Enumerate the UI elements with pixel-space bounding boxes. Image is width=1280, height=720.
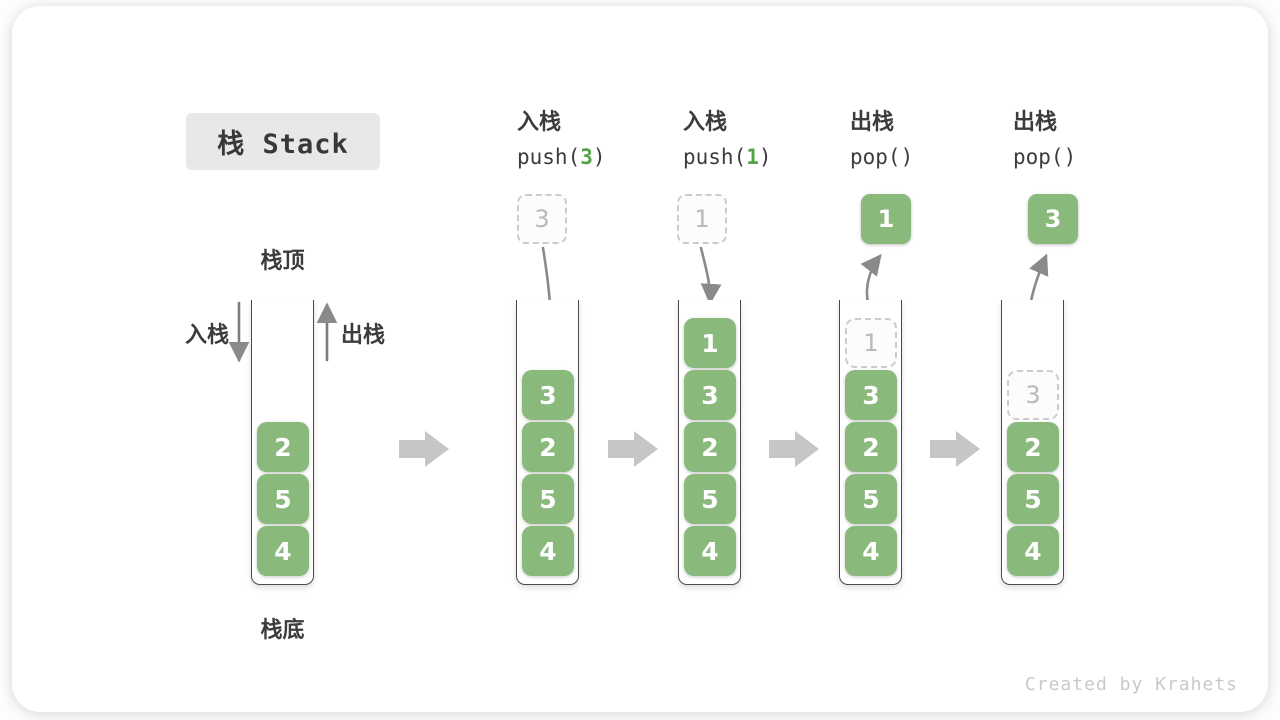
stack-cell: 4 bbox=[257, 526, 309, 576]
stack-cell: 5 bbox=[845, 474, 897, 524]
code-text: ) bbox=[1063, 145, 1077, 169]
stack-cell: 2 bbox=[845, 422, 897, 472]
col-header-push-3: 入栈 push(3) bbox=[517, 106, 606, 174]
code-text: ) bbox=[758, 145, 772, 169]
code-text: ) bbox=[900, 145, 914, 169]
stack-cell: 2 bbox=[257, 422, 309, 472]
code-text: ) bbox=[592, 145, 606, 169]
stack-cell: 1 bbox=[684, 318, 736, 368]
op-code: pop() bbox=[1013, 140, 1076, 174]
stack-cell: 4 bbox=[845, 526, 897, 576]
stack-cell: 5 bbox=[522, 474, 574, 524]
stack-cell: 5 bbox=[257, 474, 309, 524]
stack-cell: 4 bbox=[522, 526, 574, 576]
op-label: 出栈 bbox=[850, 110, 895, 135]
code-text: pop( bbox=[1013, 145, 1064, 169]
staged-value-box: 3 bbox=[517, 194, 567, 244]
staged-value-box: 1 bbox=[677, 194, 727, 244]
stack-cell: 3 bbox=[845, 370, 897, 420]
stack-cell: 3 bbox=[684, 370, 736, 420]
col-header-push-1: 入栈 push(1) bbox=[683, 106, 772, 174]
op-label: 入栈 bbox=[517, 110, 562, 135]
stack-top-label: 栈顶 bbox=[260, 249, 305, 274]
col-header-pop-3: 出栈 pop() bbox=[1013, 106, 1076, 174]
stack-cell: 5 bbox=[1007, 474, 1059, 524]
ghost-cell: 1 bbox=[845, 318, 897, 368]
stack-cell: 2 bbox=[684, 422, 736, 472]
ghost-cell: 3 bbox=[1007, 370, 1059, 420]
push-direction-label: 入栈 bbox=[185, 323, 230, 348]
stack-cell: 2 bbox=[522, 422, 574, 472]
title-badge: 栈 Stack bbox=[186, 113, 380, 170]
watermark: Created by Krahets bbox=[1024, 674, 1238, 695]
code-text: push( bbox=[517, 145, 581, 169]
diagram-card bbox=[12, 6, 1268, 712]
op-code: push(3) bbox=[517, 140, 606, 174]
popped-value-box: 3 bbox=[1028, 194, 1078, 244]
col-header-pop-1: 出栈 pop() bbox=[850, 106, 913, 174]
stack-cell: 5 bbox=[684, 474, 736, 524]
stack-cell: 3 bbox=[522, 370, 574, 420]
code-text: pop( bbox=[850, 145, 901, 169]
stack-bottom-label: 栈底 bbox=[260, 618, 305, 643]
stack-cell: 4 bbox=[1007, 526, 1059, 576]
stack-cell: 2 bbox=[1007, 422, 1059, 472]
op-code: push(1) bbox=[683, 140, 772, 174]
stack-cell: 4 bbox=[684, 526, 736, 576]
op-label: 出栈 bbox=[1013, 110, 1058, 135]
pop-direction-label: 出栈 bbox=[341, 323, 386, 348]
popped-value-box: 1 bbox=[861, 194, 911, 244]
op-label: 入栈 bbox=[683, 110, 728, 135]
code-arg: 3 bbox=[580, 145, 593, 169]
code-text: push( bbox=[683, 145, 747, 169]
code-arg: 1 bbox=[746, 145, 759, 169]
op-code: pop() bbox=[850, 140, 913, 174]
